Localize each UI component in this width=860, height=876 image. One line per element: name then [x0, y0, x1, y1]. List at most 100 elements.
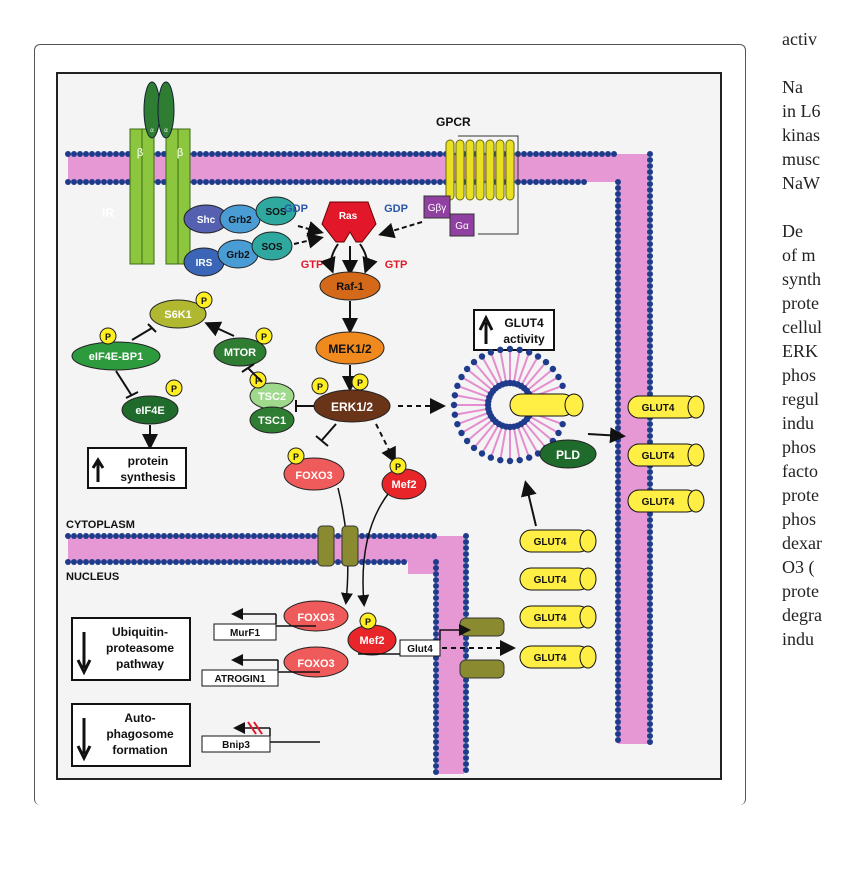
sos-label-b: SOS — [261, 242, 282, 253]
side-text-line: regul — [782, 389, 819, 409]
tsc1-label: TSC1 — [258, 415, 286, 427]
glut4-transporter: GLUT4 — [519, 529, 597, 553]
ir-label: IR — [102, 206, 114, 220]
g-beta-gamma: Gβγ — [428, 203, 447, 214]
side-text-line: in L6 — [782, 101, 821, 121]
phospho-foxo3: P — [293, 452, 299, 462]
glut4-vesicle: GLUT4 activity PLD — [398, 309, 626, 527]
gdp-left: GDP — [284, 203, 308, 215]
protein-synthesis-line2: synthesis — [120, 470, 176, 484]
phospho-erk-2: P — [357, 378, 363, 388]
mtor-label: MTOR — [224, 347, 256, 359]
side-text-line: phos — [782, 365, 817, 385]
murf1-gene: MurF1 — [230, 628, 260, 639]
side-text-line: prote — [782, 293, 819, 313]
pld-label: PLD — [556, 448, 580, 462]
nucleus-label: NUCLEUS — [66, 571, 119, 583]
irs-label: IRS — [196, 258, 213, 269]
phospho-erk-1: P — [317, 382, 323, 392]
tsc2-label: TSC2 — [258, 391, 286, 403]
grb2-label-a: Grb2 — [228, 215, 252, 226]
side-text-line: synth — [782, 269, 822, 289]
sos-label-a: SOS — [265, 207, 286, 218]
side-text-line: cellul — [782, 317, 822, 337]
glut4-transporter: GLUT4 — [627, 443, 705, 467]
glut4-transporter: GLUT4 — [519, 567, 597, 591]
gpcr: GPCR Gβγ Gα — [423, 115, 519, 237]
vesicle-membrane — [450, 345, 566, 465]
mef2-nuc-label: Mef2 — [359, 635, 384, 647]
phospho-mtor: P — [261, 332, 267, 342]
foxo3-nuc-label-2: FOXO3 — [297, 658, 334, 670]
ras-label: Ras — [339, 211, 358, 222]
genes: MurF1 ATROGIN1 Glut4 Bnip3 — [201, 608, 516, 753]
nuclear-pores — [317, 525, 505, 679]
alpha-label-2: α — [164, 128, 168, 134]
glut4-transporter: GLUT4 — [627, 489, 705, 513]
side-text-line: phos — [782, 437, 817, 457]
ubiq-line3: pathway — [116, 657, 164, 671]
glut4-label: GLUT4 — [642, 403, 675, 414]
glut4-activity-line1: GLUT4 — [504, 316, 544, 330]
s6k1-label: S6K1 — [164, 309, 192, 321]
phospho-mef2: P — [395, 462, 401, 472]
side-text-line: phos — [782, 509, 817, 529]
phospho-eif4e: P — [171, 384, 177, 394]
mapk-cascade: Raf-1 MEK1/2 ERK1/2 P P — [311, 246, 391, 423]
phospho-eif4ebp1: P — [105, 332, 111, 342]
diagram-canvas: α α β β IR GPCR Gβγ Gα Shc Grb2 SOS — [65, 81, 705, 775]
side-text-line: kinas — [782, 125, 820, 145]
atrogin1-gene: ATROGIN1 — [215, 674, 266, 685]
glut4-label: GLUT4 — [534, 537, 567, 548]
outcome-boxes: Ubiquitin- proteasome pathway Auto- phag… — [71, 617, 191, 767]
grb2-label-b: Grb2 — [226, 250, 250, 261]
side-text-line: ERK — [782, 341, 818, 361]
side-text-line: of m — [782, 245, 816, 265]
glut4-label: GLUT4 — [534, 653, 567, 664]
side-text-line: dexar — [782, 533, 822, 553]
auto-line1: Auto- — [124, 711, 155, 725]
phospho-mef2-nuc: P — [365, 617, 371, 627]
gtp-right: GTP — [385, 259, 408, 271]
glut4-label: GLUT4 — [642, 497, 675, 508]
adaptor-complex-bottom: IRS Grb2 SOS — [183, 231, 293, 277]
ras: GDP GDP Ras GTP GTP — [284, 201, 423, 274]
foxo3-cyto-label: FOXO3 — [295, 470, 332, 482]
beta-label-1: β — [137, 147, 143, 159]
side-text-line: indu — [782, 629, 815, 649]
glut4-label: GLUT4 — [534, 613, 567, 624]
side-text-line: prote — [782, 485, 819, 505]
gpcr-label: GPCR — [436, 115, 471, 129]
side-text-line: facto — [782, 461, 818, 481]
phospho-s6k1: P — [201, 296, 207, 306]
gtp-left: GTP — [301, 259, 324, 271]
mtor-pathway: S6K1 P MTOR P eIF4E-BP1 P eIF4E P TSC2 — [71, 291, 314, 489]
side-text-line: activ — [782, 29, 817, 49]
signaling-diagram: α α β β IR GPCR Gβγ Gα Shc Grb2 SOS — [56, 72, 722, 780]
side-text-line: prote — [782, 581, 819, 601]
auto-line2: phagosome — [106, 727, 174, 741]
shc-label: Shc — [197, 215, 216, 226]
glut4-transporter: GLUT4 — [519, 645, 597, 669]
mek-label: MEK1/2 — [328, 342, 372, 356]
adaptor-complex-top: Shc Grb2 SOS — [183, 196, 297, 234]
side-text-line: De — [782, 221, 803, 241]
glut4-label: GLUT4 — [642, 451, 675, 462]
insulin-receptor: α α β β IR — [102, 81, 191, 265]
beta-label-2: β — [177, 147, 183, 159]
cytoplasm-label: CYTOPLASM — [66, 519, 135, 531]
side-text-line: NaW — [782, 173, 820, 193]
glut4-label: GLUT4 — [534, 575, 567, 586]
protein-synthesis-line1: protein — [128, 454, 169, 468]
eif4e-label: eIF4E — [135, 405, 164, 417]
bnip3-gene: Bnip3 — [222, 740, 250, 751]
auto-line3: formation — [112, 743, 167, 757]
phospho-tsc2: P — [255, 376, 261, 386]
mef2-cyto-label: Mef2 — [391, 479, 416, 491]
side-text-line: musc — [782, 149, 820, 169]
ubiq-line1: Ubiquitin- — [112, 625, 168, 639]
side-text-line: indu — [782, 413, 815, 433]
side-text-line: degra — [782, 605, 822, 625]
